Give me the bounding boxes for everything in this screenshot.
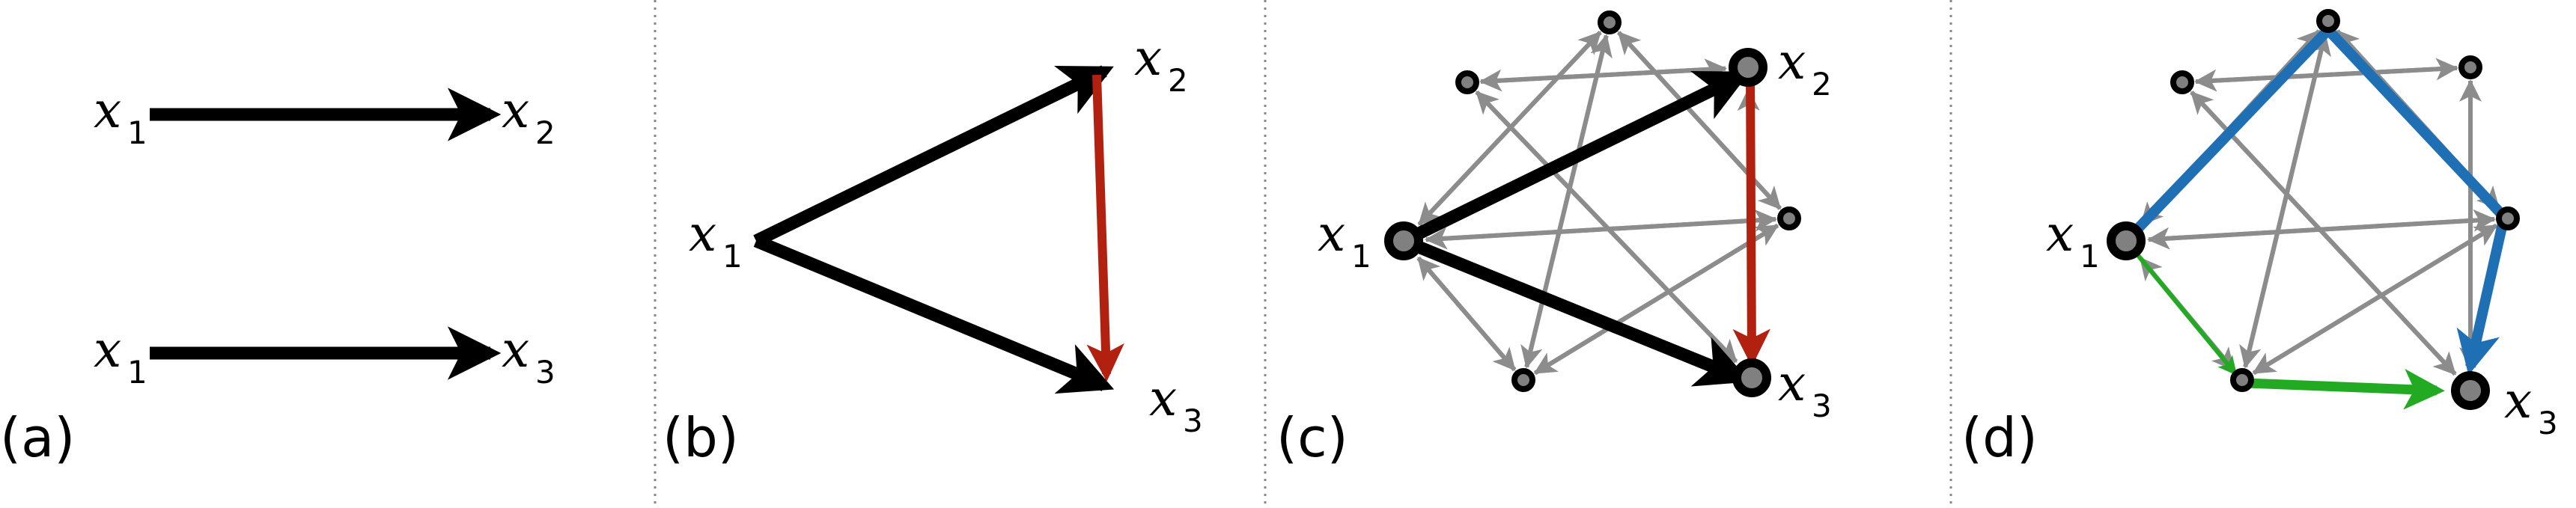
node-label-x3: x 3 xyxy=(502,321,555,391)
graph-node xyxy=(2230,368,2254,392)
blue-path xyxy=(2121,25,2509,376)
background-edge xyxy=(1476,91,1738,364)
node-label-x2: x 2 xyxy=(1778,33,1832,102)
node-label-x2: x 2 xyxy=(1134,29,1188,99)
graph-node xyxy=(1384,221,1423,260)
graph-node xyxy=(2170,70,2194,94)
background-edge xyxy=(2243,32,2331,368)
background-edge xyxy=(1424,217,1776,250)
edge-green xyxy=(2245,369,2445,410)
edge-x1-x2 xyxy=(753,65,1114,247)
node-label-x2: x 2 xyxy=(502,82,555,151)
graph-node xyxy=(1598,10,1622,34)
graph-node xyxy=(2451,371,2490,410)
svg-text:3: 3 xyxy=(535,354,555,391)
svg-text:x: x xyxy=(1149,370,1177,427)
background-edge xyxy=(1533,224,1779,376)
graph-node xyxy=(2496,206,2520,230)
svg-text:x: x xyxy=(2046,205,2074,263)
panel-b: x 1 x 2 x 3 (b) xyxy=(663,29,1203,469)
node-label-x3: x 3 xyxy=(1149,370,1203,439)
svg-text:1: 1 xyxy=(127,354,147,391)
edge-x2-x3 xyxy=(1086,74,1124,382)
graph-nodes xyxy=(2107,9,2520,410)
svg-text:x: x xyxy=(1318,205,1345,263)
graph-node xyxy=(2458,55,2482,79)
node-label-x1: x 1 xyxy=(689,205,743,275)
graph-node xyxy=(2107,221,2146,260)
node-label-x1: x 1 xyxy=(94,321,147,391)
edge-x1-x3 xyxy=(753,235,1115,394)
svg-text:1: 1 xyxy=(722,238,743,275)
background-edge xyxy=(2193,65,2458,92)
svg-text:3: 3 xyxy=(2538,405,2558,441)
svg-text:x: x xyxy=(2504,372,2532,429)
background-edge xyxy=(2190,91,2457,376)
background-edge xyxy=(2252,224,2498,376)
panel-label-a: (a) xyxy=(0,406,75,469)
svg-text:3: 3 xyxy=(1183,403,1203,439)
svg-text:x: x xyxy=(502,321,529,379)
svg-text:2: 2 xyxy=(535,114,555,151)
graph-node xyxy=(1455,70,1479,94)
panel-d: x 1 x 3 (d) xyxy=(1961,9,2558,469)
edge-blue xyxy=(2121,25,2333,246)
graph-node xyxy=(1511,368,1535,392)
svg-text:x: x xyxy=(689,205,716,263)
node-label-x3: x 3 xyxy=(2504,372,2558,441)
node-label-x1: x 1 xyxy=(94,82,147,151)
svg-text:1: 1 xyxy=(127,114,147,151)
svg-text:1: 1 xyxy=(1351,238,1371,275)
background-edge xyxy=(1479,66,1726,92)
svg-text:1: 1 xyxy=(2080,238,2100,275)
panel-label-d: (d) xyxy=(1961,406,2038,469)
svg-text:2: 2 xyxy=(1168,62,1188,99)
svg-text:x: x xyxy=(1778,33,1806,91)
panel-label-b: (b) xyxy=(663,406,739,469)
green-path xyxy=(2124,239,2445,410)
svg-text:3: 3 xyxy=(1812,388,1832,424)
background-edge xyxy=(2146,217,2495,250)
graph-node xyxy=(2316,9,2340,33)
panel-c: x 1 x 2 x 3 (c) xyxy=(1276,10,1832,469)
panel-a: x 1 x 2 x 1 x 3 (a) xyxy=(0,82,555,469)
svg-text:x: x xyxy=(502,82,529,139)
edge-x1-x2 xyxy=(1401,70,1750,247)
edge-blue xyxy=(2456,215,2509,376)
graph-node xyxy=(1732,358,1771,397)
background-edge xyxy=(1524,34,1613,368)
edge-x1-x3 xyxy=(1401,235,1751,387)
background-edge xyxy=(1417,257,1517,372)
edge-x2-x3 xyxy=(1732,74,1770,367)
edge-green xyxy=(2124,239,2238,376)
node-label-x1: x 1 xyxy=(2046,205,2100,275)
svg-text:x: x xyxy=(1134,29,1162,87)
graph-node xyxy=(1777,206,1801,230)
panel-label-c: (c) xyxy=(1276,406,1348,469)
svg-text:2: 2 xyxy=(1812,66,1832,102)
edge-blue xyxy=(2323,25,2509,222)
svg-text:x: x xyxy=(94,321,121,379)
graph-nodes xyxy=(1384,10,1801,397)
svg-text:x: x xyxy=(94,82,121,139)
graph-node xyxy=(1729,48,1767,87)
svg-text:x: x xyxy=(1778,355,1806,412)
node-label-x1: x 1 xyxy=(1318,205,1371,275)
node-label-x3: x 3 xyxy=(1778,355,1832,424)
